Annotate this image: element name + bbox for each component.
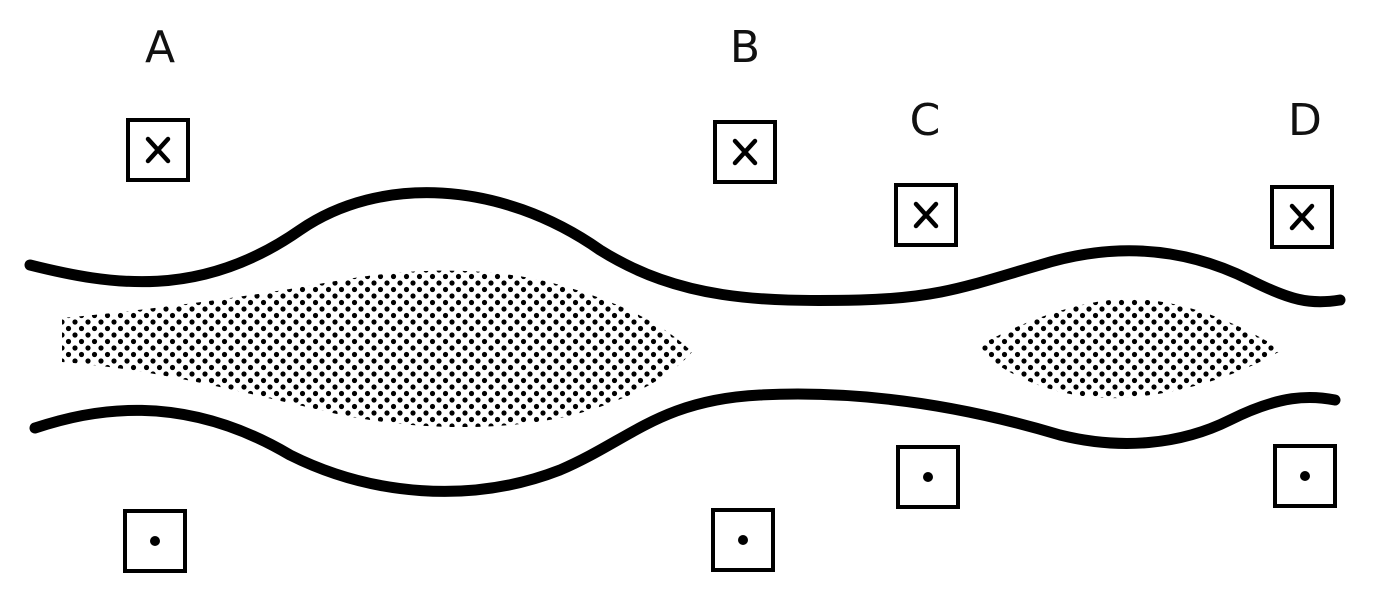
label-a: A [145,22,175,73]
lower-field-line [29,388,1341,497]
plasma-region-left [62,270,692,428]
field-into-page-icon [894,183,958,247]
field-into-page-icon [713,120,777,184]
label-b: B [730,22,760,73]
field-out-of-page-icon [123,509,187,573]
field-out-of-page-icon [896,445,960,509]
field-out-of-page-icon [711,508,775,572]
plasma-region-right [975,299,1282,399]
field-into-page-icon [126,118,190,182]
label-c: C [910,95,941,146]
label-d: D [1288,95,1322,146]
field-into-page-icon [1270,185,1334,249]
upper-field-line [24,187,1346,308]
field-out-of-page-icon [1273,444,1337,508]
